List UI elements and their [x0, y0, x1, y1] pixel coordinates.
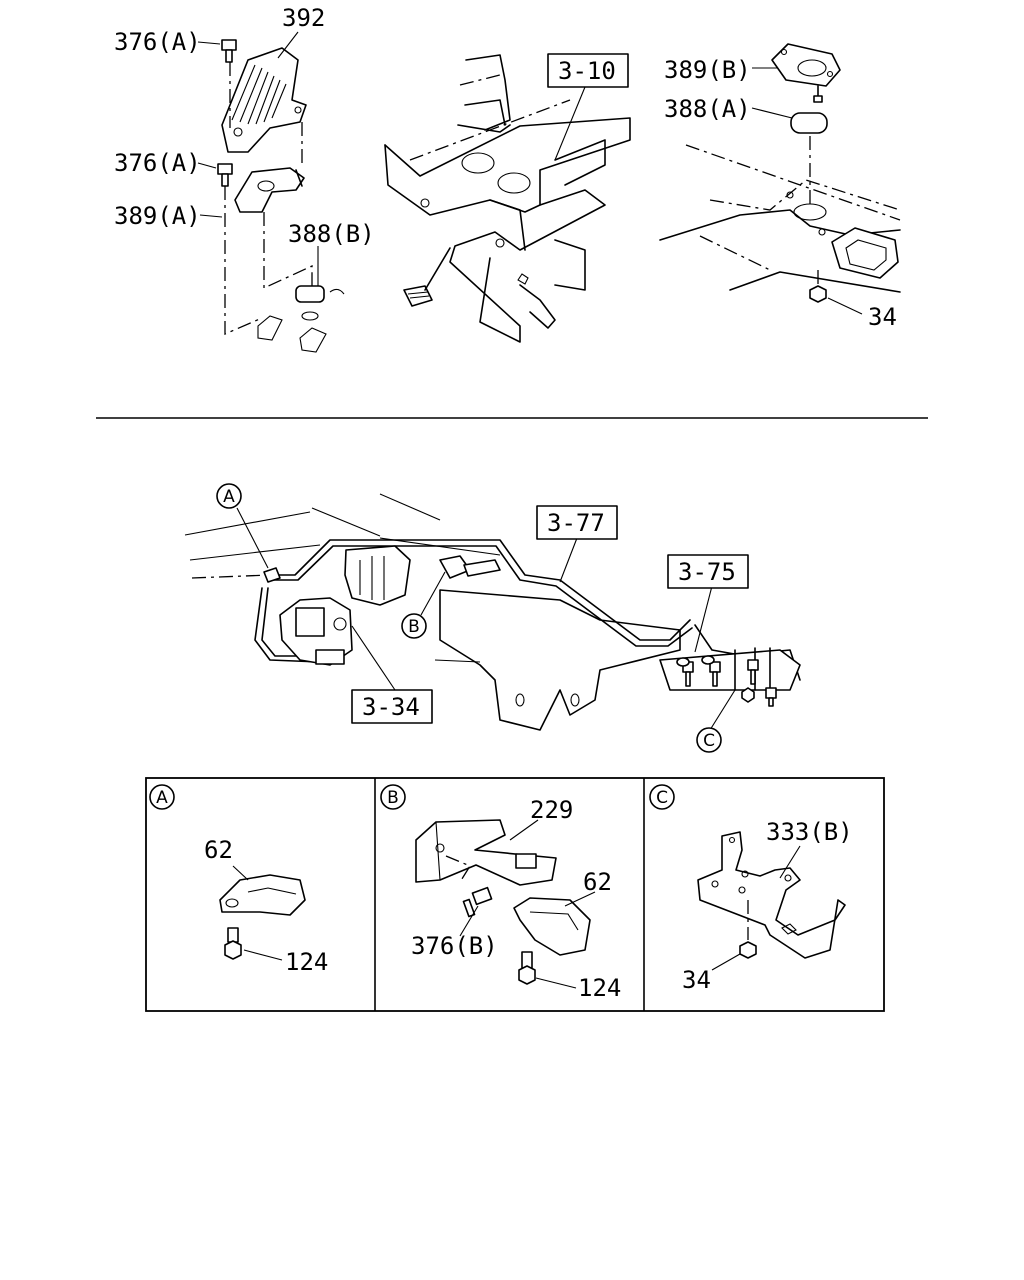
ref-box-3-34: [351, 689, 433, 724]
label-3-10: 3-10: [558, 57, 616, 85]
detail-c-label-34: 34: [682, 966, 711, 994]
seal-ring-icon: [790, 112, 828, 134]
detail-a-label-62: 62: [204, 836, 233, 864]
callout-circle-b: [401, 613, 427, 639]
label-388b: 388(B): [288, 220, 375, 248]
top-center-frame: [384, 54, 631, 343]
ref-box-3-75: [667, 554, 749, 589]
bolt-icon: [747, 659, 759, 685]
detail-b-label-124: 124: [578, 974, 621, 1002]
top-left-bracket-assembly: [197, 31, 345, 353]
nut-icon: [739, 941, 757, 959]
label-388a: 388(A): [664, 95, 751, 123]
callout-circle-c: [696, 727, 722, 753]
label-3-77: 3-77: [547, 509, 605, 537]
label-392: 392: [282, 4, 325, 32]
callout-circle-a: [216, 483, 242, 509]
ref-box-3-77: [536, 505, 618, 540]
label-389b: 389(B): [664, 56, 751, 84]
detail-a-label-124: 124: [285, 948, 328, 976]
bolt-icon: [224, 927, 242, 960]
detail-b-label-62: 62: [583, 868, 612, 896]
bolt-icon: [221, 39, 237, 63]
detail-c-bracket: [649, 784, 846, 971]
callout-c: C: [703, 731, 715, 751]
detail-c-label-333b: 333(B): [766, 818, 853, 846]
callout-b: B: [408, 617, 420, 637]
detail-c-letter: C: [656, 788, 668, 808]
bolt-icon: [765, 687, 777, 707]
callout-a: A: [223, 487, 235, 507]
ref-box-3-10: [547, 53, 629, 88]
nut-icon: [809, 285, 827, 303]
bolt-icon: [217, 163, 233, 187]
nut-icon: [741, 687, 755, 703]
detail-panel-frame: [145, 777, 885, 1012]
detail-b-bracket: [380, 784, 596, 989]
label-3-34: 3-34: [362, 693, 420, 721]
bolt-icon: [462, 886, 493, 918]
detail-b-letter: B: [387, 788, 399, 808]
seal-ring-icon: [295, 285, 325, 303]
detail-b-label-376b: 376(B): [411, 932, 498, 960]
bolt-icon: [518, 951, 536, 985]
label-376a-lower: 376(A): [114, 149, 201, 177]
label-389a: 389(A): [114, 202, 201, 230]
label-3-75: 3-75: [678, 558, 736, 586]
label-34-top: 34: [868, 303, 897, 331]
detail-b-label-229: 229: [530, 796, 573, 824]
label-376a-upper: 376(A): [114, 28, 201, 56]
detail-a-letter: A: [156, 788, 168, 808]
middle-piping-assembly: [184, 493, 801, 731]
top-right-floor-panel: [659, 43, 901, 315]
bolt-icon: [709, 661, 721, 687]
detail-a-clip: [149, 784, 306, 961]
